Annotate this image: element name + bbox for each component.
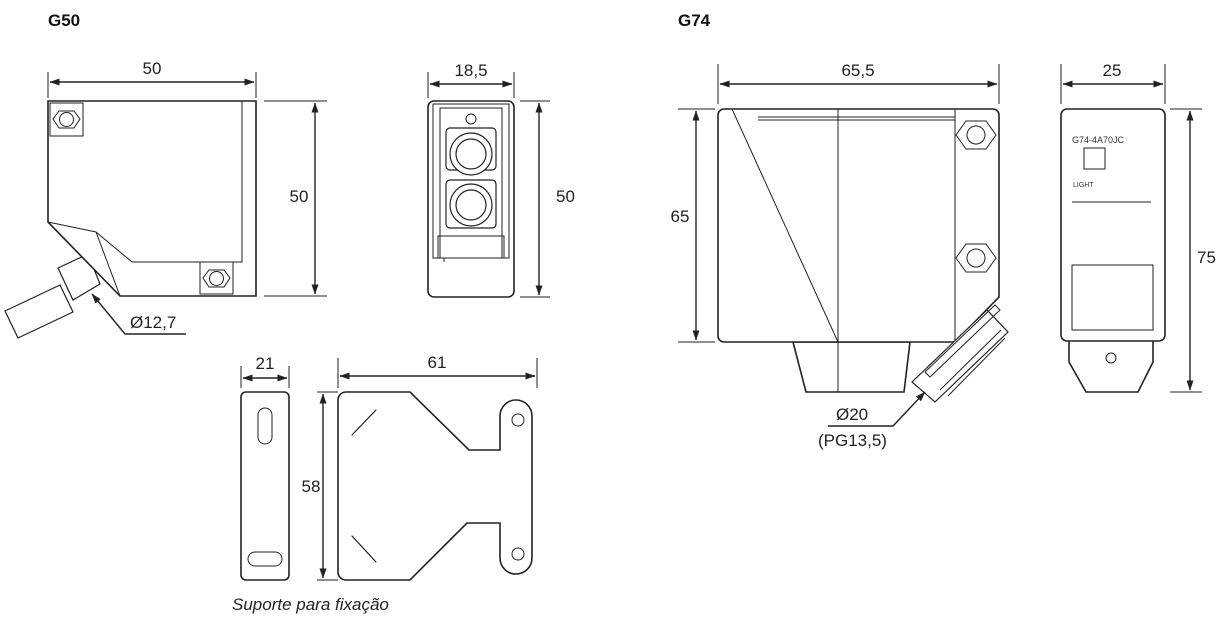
g50-front-view: 50 50 Ø12,7 xyxy=(4,59,327,339)
g50-side-view: 18,5 50 xyxy=(427,61,575,298)
bracket-hole-top xyxy=(511,413,525,427)
g74-front-view: 65,5 65 Ø20 (PG13,5) xyxy=(671,61,1009,450)
g74-side-hole xyxy=(1105,352,1117,364)
g74-cable-diameter-label: Ø20 xyxy=(836,405,868,424)
g50-cable xyxy=(4,253,101,339)
g50-mount-nut-top xyxy=(49,102,84,137)
bracket-side-width-label: 21 xyxy=(256,354,275,373)
g50-indicator-led xyxy=(465,113,477,125)
g74-indicator-window xyxy=(1083,147,1106,170)
bracket-hole-bottom xyxy=(511,547,525,561)
g74-cable-gland xyxy=(911,304,1009,403)
g74-side-height-label: 75 xyxy=(1197,248,1216,267)
g74-front-width-label: 65,5 xyxy=(841,61,874,80)
g74-indicator-label: LIGHT xyxy=(1073,182,1094,189)
g74-title: G74 xyxy=(678,11,711,30)
bracket-front-plate xyxy=(337,391,533,581)
g50-cable-diameter-label: Ø12,7 xyxy=(130,313,176,332)
bracket-side-slot-bottom xyxy=(247,551,283,567)
g50-side-height-label: 50 xyxy=(556,187,575,206)
g74-lens-window xyxy=(1071,264,1154,331)
g74-housing xyxy=(717,108,1000,343)
bracket-height-label: 58 xyxy=(302,477,321,496)
g74-mount-nut-bottom xyxy=(955,243,997,273)
g50-front-width-label: 50 xyxy=(143,59,162,78)
g74-model-label: G74-4A70JC xyxy=(1072,135,1125,145)
g50-mount-nut-bottom xyxy=(199,261,234,295)
g50-side-width-label: 18,5 xyxy=(454,61,487,80)
bracket-side-view: 21 xyxy=(240,354,290,581)
bracket-front-width-label: 61 xyxy=(428,353,447,372)
bracket-side-plate xyxy=(240,391,290,581)
g50-front-height-label: 50 xyxy=(290,187,309,206)
g74-side-bottom xyxy=(1068,339,1154,393)
g74-bottom-section xyxy=(791,341,911,393)
g74-cable-thread-label: (PG13,5) xyxy=(818,431,887,450)
g74-front-height-label: 65 xyxy=(671,207,690,226)
bracket-side-slot-top xyxy=(257,407,273,445)
g74-side-housing xyxy=(1060,108,1166,342)
g50-housing xyxy=(47,100,257,297)
g74-mount-nut-top xyxy=(955,120,997,150)
g74-side-view: G74-4A70JC LIGHT 25 75 xyxy=(1060,61,1216,393)
bracket-front-view: 61 58 xyxy=(302,353,538,581)
g50-title: G50 xyxy=(48,11,80,30)
bracket-caption: Suporte para fixação xyxy=(232,595,389,614)
g74-side-width-label: 25 xyxy=(1103,61,1122,80)
